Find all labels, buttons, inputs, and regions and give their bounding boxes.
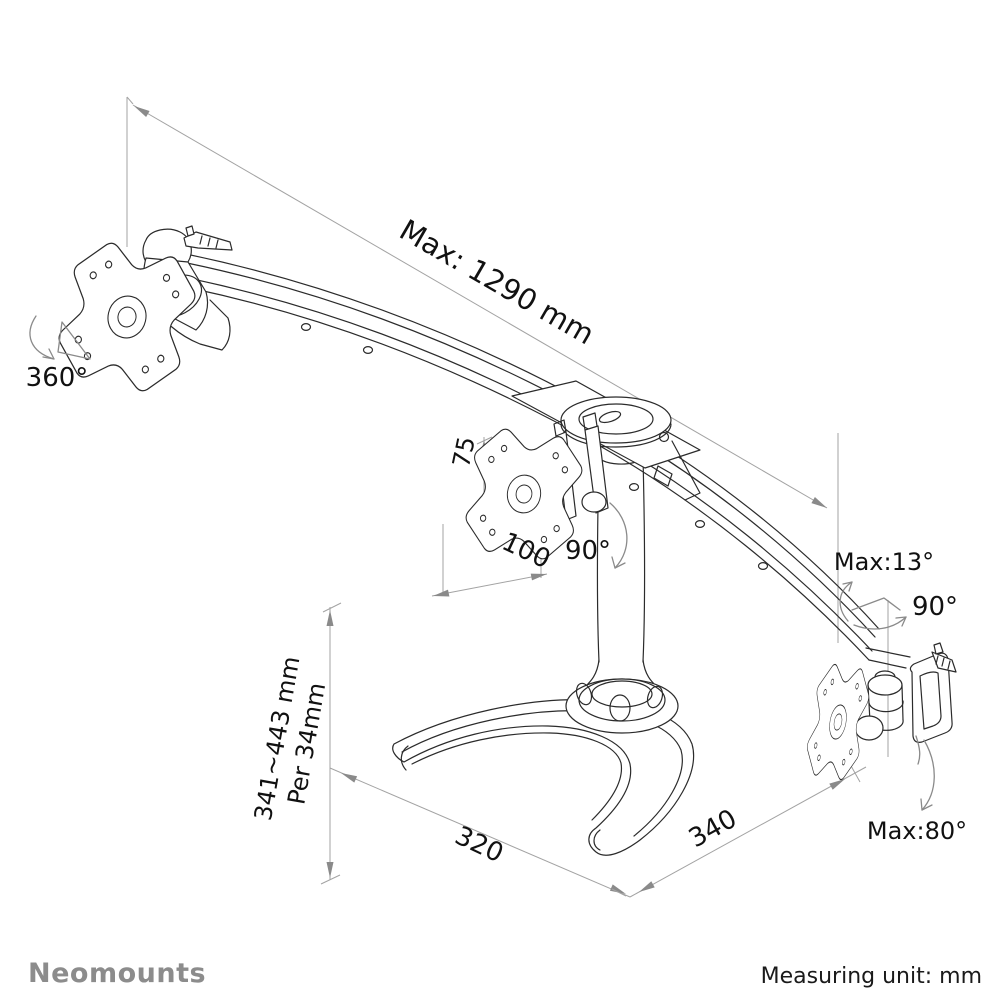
right-lever-icon (931, 642, 957, 673)
adjustment-lever-icon (183, 225, 233, 251)
measuring-unit-label: Measuring unit: mm (760, 964, 982, 989)
right-swivel-arrow-icon (851, 597, 907, 630)
pole-socket (565, 678, 679, 734)
right-rotation-max-label: Max:80° (866, 817, 968, 845)
left-rotation-label: 360° (25, 363, 89, 393)
tilt-max-label: Max:13° (833, 548, 935, 576)
pole-swivel-label: 90° (564, 536, 612, 566)
right-arm-assembly (854, 642, 957, 743)
tilt-arrow-icon (839, 581, 853, 622)
brand-logo: Neomounts (28, 958, 207, 989)
right-swivel-label: 90° (911, 592, 959, 622)
right-rotation-arrow-icon (915, 735, 935, 811)
base (392, 699, 695, 856)
pole-swivel-arrow-icon (609, 502, 628, 569)
rotation-360-arrow-icon (29, 315, 91, 360)
